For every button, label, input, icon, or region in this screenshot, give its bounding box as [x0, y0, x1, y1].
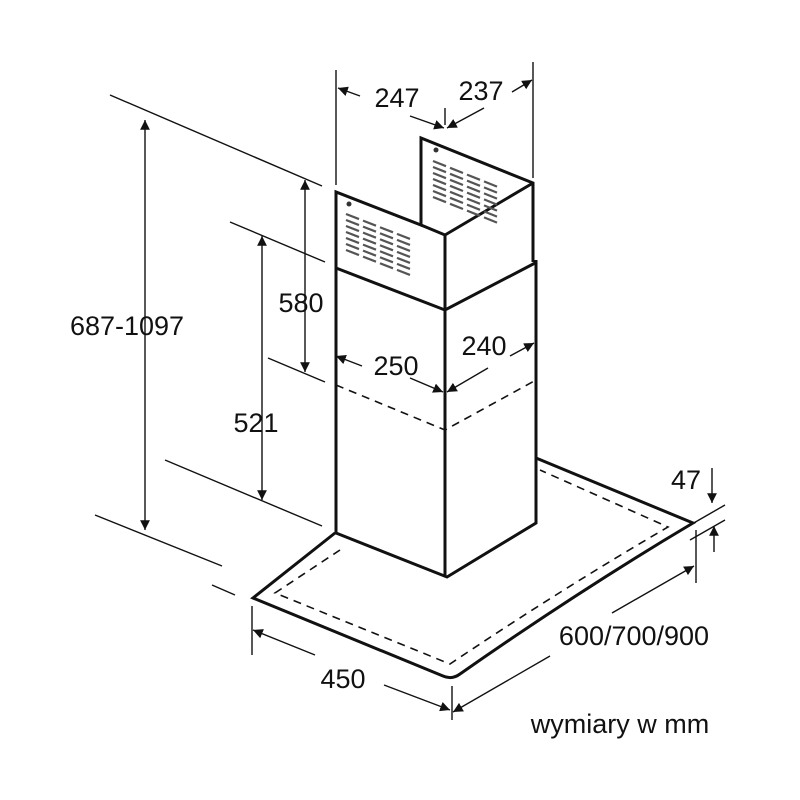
lower-chimney-height-label: 521	[233, 408, 278, 438]
total-height-label: 687-1097	[70, 311, 184, 341]
canopy-thickness-label: 47	[671, 465, 701, 495]
upper-chimney-depth-label: 237	[458, 76, 503, 106]
vent-grill-back	[432, 159, 498, 224]
vent-grill-left	[345, 212, 411, 276]
dimension-lines	[94, 62, 726, 720]
lower-chimney-width-label: 250	[373, 351, 418, 381]
lower-chimney	[334, 260, 538, 579]
upper-chimney-height-label: 580	[278, 288, 323, 318]
lower-chimney-depth-label: 240	[461, 331, 506, 361]
canopy-depth-label: 450	[320, 664, 365, 694]
canopy-width-label: 600/700/900	[559, 621, 709, 651]
units-note: wymiary w mm	[530, 709, 709, 739]
upper-chimney-width-label: 247	[374, 83, 419, 113]
canopy	[250, 456, 697, 680]
upper-chimney	[334, 135, 538, 312]
